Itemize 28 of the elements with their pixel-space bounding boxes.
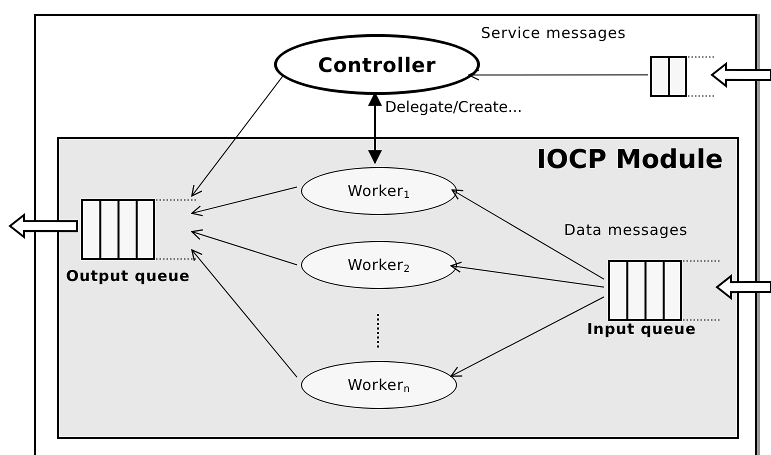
queue-symbol — [608, 260, 721, 321]
queue-symbol — [81, 199, 197, 260]
block-arrow — [715, 274, 771, 300]
worker-ellipse — [301, 361, 457, 409]
arrow — [451, 189, 604, 280]
queue-symbol — [650, 56, 714, 97]
arrow — [368, 92, 382, 164]
arrow — [468, 69, 648, 81]
edge-label: Delegate/Create... — [384, 98, 524, 116]
arrow — [450, 262, 604, 288]
arrow — [191, 75, 284, 197]
arrow — [450, 296, 604, 377]
block-arrow — [710, 62, 771, 88]
arrow — [191, 229, 298, 266]
message-label: Data messages — [564, 221, 688, 239]
node-label: Worker$_{n}$ — [348, 376, 410, 394]
queue-label: Output queue — [66, 267, 190, 285]
module-title: IOCP Module — [536, 145, 723, 175]
arrow — [191, 186, 298, 216]
outer-frame — [34, 14, 757, 455]
node-label: Worker$_{2}$ — [348, 256, 410, 274]
module-panel — [57, 137, 739, 439]
message-label: Service messages — [481, 24, 626, 42]
arrow — [191, 249, 298, 378]
block-arrow — [8, 212, 78, 240]
node-label: Controller — [318, 52, 436, 76]
node-label: Worker$_{1}$ — [348, 182, 410, 200]
queue-label: Input queue — [587, 320, 696, 338]
